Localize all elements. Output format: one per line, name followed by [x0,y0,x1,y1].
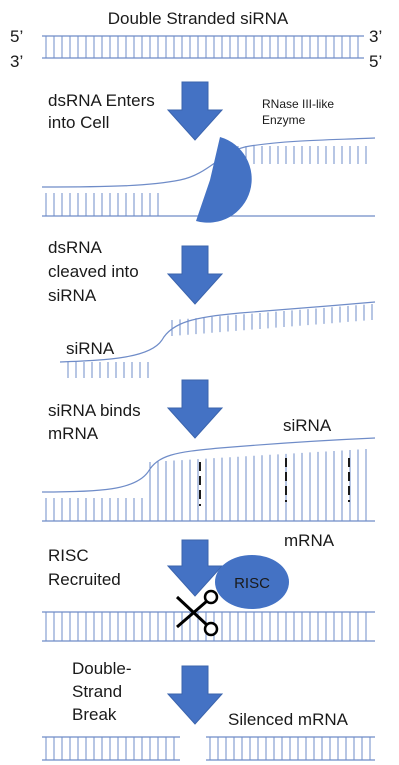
step-cleave-line1: dsRNA [48,238,103,257]
enzyme-label-line1: RNase III-like [262,97,334,111]
arrow-down-1 [166,81,224,141]
risc-complex [215,555,289,609]
arrow-down-4 [166,539,224,597]
scissors-icon [175,589,219,637]
step-cleave-line2: cleaved into [48,262,139,281]
dsrna-duplex [42,35,364,59]
broken-strand-right [206,736,375,761]
step-bind-line2: mRNA [48,424,99,443]
step-break-line1: Double- [72,659,132,678]
end-label-5-left: 5’ [10,27,23,46]
arrow-down-2 [166,245,224,305]
end-label-5-right: 5’ [369,52,382,71]
sirna-bound-label: siRNA [283,416,332,435]
step-bind-line1: siRNA binds [48,401,141,420]
step-enter-line1: dsRNA Enters [48,91,155,110]
broken-strand-left [42,736,180,761]
silenced-mrna-label: Silenced mRNA [228,710,349,729]
arrow-down-5 [166,665,224,725]
mrna-label: mRNA [284,531,335,550]
diagram-title: Double Stranded siRNA [108,9,289,28]
arrow-down-3 [166,379,224,439]
sirna-single-strand [59,301,376,378]
rnase-enzyme-shape [196,137,252,223]
end-label-3-right: 3’ [369,27,382,46]
step-break-line2: Strand [72,682,122,701]
step-enter-line2: into Cell [48,113,109,132]
enzyme-label-line2: Enzyme [262,113,306,127]
end-label-3-left: 3’ [10,52,23,71]
risc-label: RISC [234,575,270,592]
step-recruit-line2: Recruited [48,570,121,589]
sirna-label: siRNA [66,339,115,358]
sirna-mrna-duplex [41,437,376,522]
step-recruit-line1: RISC [48,546,89,565]
step-break-line3: Break [72,705,117,724]
step-cleave-line3: siRNA [48,286,97,305]
mrna-duplex-cut [42,611,375,642]
